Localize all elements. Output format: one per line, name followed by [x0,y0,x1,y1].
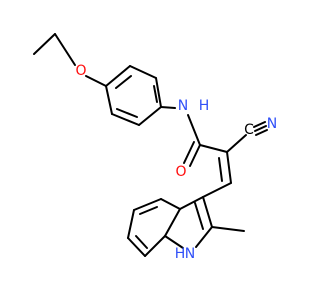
bond-phenyl-5 [111,113,140,126]
bond-nitrile-triple-c [253,121,266,128]
bond-indole-c2-n [195,226,213,248]
bond-indole-c3-c3a [179,196,204,210]
bond-phenyl-4 [138,106,162,126]
bond-nitrile-triple-a [254,125,267,132]
atom-nitrile-nitrogen: N [267,116,277,132]
bond-benzo-3 [127,209,135,239]
bond-nitrogen-to-carbonyl [187,114,201,146]
bond-phenyl-1 [105,65,131,87]
bond-phenyl-3 [155,77,162,108]
atom-indole-nitrogen: N [185,246,195,262]
bond-benzo-inner-1 [139,206,158,215]
bond-carbonyl-double-b [183,141,195,164]
bond-phenyl-inner-1 [115,75,132,89]
bond-benzo-inner-2 [135,235,148,249]
bond-phenyl-2 [129,65,157,79]
bond-benzo-2 [133,198,162,211]
atom-labels: O N H O C N N H [75,63,277,262]
bond-alpha-to-vinyl-a [226,151,232,184]
bond-indole-c3a-c7a [164,208,181,237]
atom-oxygen-carbonyl: O [175,164,186,180]
bond-ethyl-to-oxygen [54,33,76,66]
atom-nitrogen-amide: N [178,98,188,114]
atom-indole-hydrogen: H [175,246,186,262]
bond-ring-to-nitrogen [160,106,176,109]
bond-carbonyl-double-a [189,144,201,167]
bond-indole-n-c7a [164,235,184,249]
bond-phenyl-inner-3 [116,108,138,118]
bond-benzo-1 [160,198,181,210]
bond-alpha-to-vinyl-b [218,157,223,182]
atom-oxygen-ether: O [75,63,86,79]
bond-indole-c3-c2-b [194,202,204,230]
bond-alpha-to-nitrile [226,134,247,153]
bond-carbonyl-to-alpha [199,144,228,153]
bond-benzo-5 [144,235,166,257]
bond-vinyl-to-indole [202,182,232,198]
bond-oxygen-to-ring [85,75,107,87]
bond-lines [33,33,268,257]
bond-phenyl-6 [105,85,113,115]
bond-phenyl-inner-2 [153,85,158,103]
atom-nitrile-carbon: C [244,122,254,138]
bond-methyl [211,226,245,232]
bond-nitrile-triple-b [255,129,268,136]
bond-ethyl-terminal [33,33,56,55]
bond-indole-c3-c2-a [202,196,213,228]
bond-benzo-4 [127,237,146,257]
molecule-structure: O N H O C N N H [33,33,277,262]
atom-hydrogen-amide: H [199,98,210,114]
